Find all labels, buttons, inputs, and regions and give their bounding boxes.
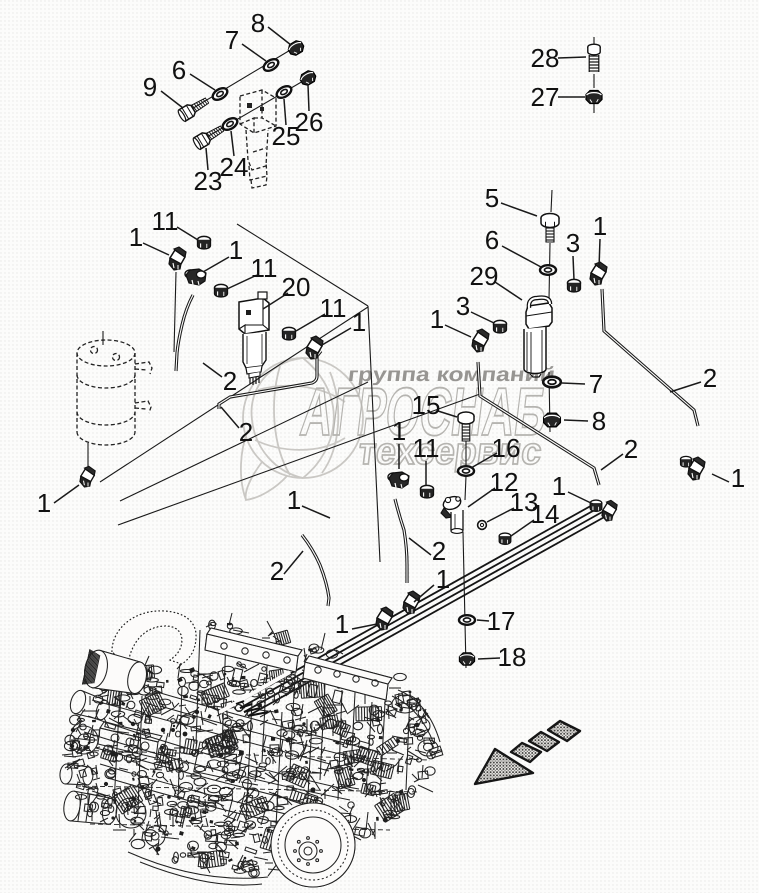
svg-text:2: 2 bbox=[624, 434, 638, 464]
svg-text:11: 11 bbox=[152, 206, 179, 236]
svg-text:27: 27 bbox=[531, 82, 560, 112]
svg-text:25: 25 bbox=[272, 121, 301, 151]
svg-text:15: 15 bbox=[412, 390, 441, 420]
svg-text:26: 26 bbox=[295, 107, 324, 137]
svg-text:17: 17 bbox=[487, 606, 516, 636]
svg-text:1: 1 bbox=[392, 416, 406, 446]
svg-text:6: 6 bbox=[485, 225, 499, 255]
svg-text:2: 2 bbox=[432, 536, 446, 566]
svg-text:1: 1 bbox=[552, 471, 566, 501]
svg-text:1: 1 bbox=[731, 463, 745, 493]
svg-text:1: 1 bbox=[287, 485, 301, 515]
svg-text:7: 7 bbox=[225, 25, 239, 55]
svg-text:1: 1 bbox=[37, 488, 51, 518]
svg-text:7: 7 bbox=[589, 369, 603, 399]
svg-text:2: 2 bbox=[703, 363, 717, 393]
svg-text:29: 29 bbox=[470, 261, 499, 291]
svg-text:1: 1 bbox=[352, 307, 366, 337]
svg-text:1: 1 bbox=[436, 564, 450, 594]
svg-text:28: 28 bbox=[531, 43, 560, 73]
svg-text:16: 16 bbox=[492, 433, 521, 463]
svg-text:3: 3 bbox=[456, 291, 470, 321]
svg-text:АГРОСНАБ: АГРОСНАБ bbox=[297, 374, 551, 450]
svg-text:24: 24 bbox=[220, 152, 249, 182]
svg-text:группа компаний: группа компаний bbox=[347, 364, 557, 386]
svg-text:2: 2 bbox=[239, 417, 253, 447]
svg-text:20: 20 bbox=[282, 272, 311, 302]
svg-text:1: 1 bbox=[430, 304, 444, 334]
svg-text:6: 6 bbox=[172, 55, 186, 85]
svg-text:8: 8 bbox=[592, 406, 606, 436]
svg-text:11: 11 bbox=[413, 433, 440, 463]
svg-text:12: 12 bbox=[490, 467, 519, 497]
svg-text:5: 5 bbox=[485, 183, 499, 213]
svg-text:1: 1 bbox=[335, 609, 349, 639]
svg-text:14: 14 bbox=[531, 499, 560, 529]
svg-text:9: 9 bbox=[143, 72, 157, 102]
svg-text:3: 3 bbox=[566, 228, 580, 258]
svg-text:8: 8 bbox=[251, 8, 265, 38]
svg-text:1: 1 bbox=[129, 222, 143, 252]
svg-text:1: 1 bbox=[593, 211, 607, 241]
svg-text:техсервис: техсервис bbox=[356, 430, 544, 473]
svg-text:11: 11 bbox=[251, 253, 278, 283]
svg-text:18: 18 bbox=[498, 642, 527, 672]
svg-text:11: 11 bbox=[320, 293, 347, 323]
svg-text:1: 1 bbox=[229, 235, 243, 265]
svg-text:23: 23 bbox=[194, 166, 223, 196]
svg-text:13: 13 bbox=[510, 487, 539, 517]
svg-text:2: 2 bbox=[223, 366, 237, 396]
svg-text:2: 2 bbox=[270, 556, 284, 586]
